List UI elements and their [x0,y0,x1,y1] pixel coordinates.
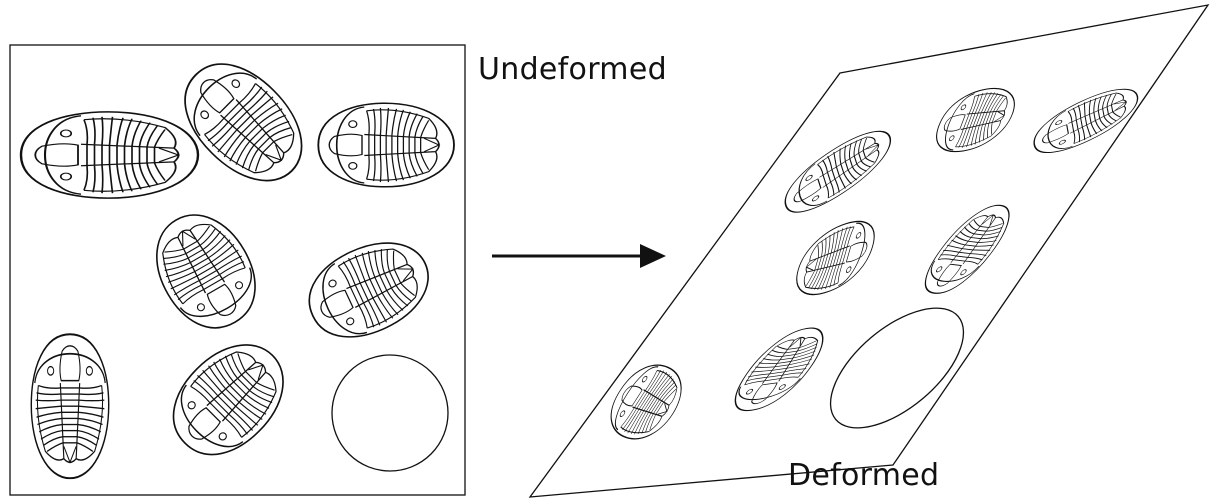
trilobite-icon [165,44,323,202]
trilobite-icon [788,212,882,304]
trilobite-icon [598,356,695,449]
trilobite-icon [927,83,1024,156]
trilobite-icon [295,225,443,353]
strain-ellipse [810,286,984,450]
deformed-label: Deformed [788,458,939,493]
undeformed-panel [10,44,465,495]
right-arrow-icon [492,244,666,268]
trilobite-icon [31,334,108,478]
trilobite-icon [138,198,273,344]
trilobite-icon [910,203,1025,296]
undeformed-label: Undeformed [478,52,667,87]
trilobite-icon [21,112,198,198]
trilobite-icon [1031,77,1141,164]
trilobite-icon [318,103,454,187]
trilobite-icon [779,117,896,226]
reference-circle [332,355,448,471]
trilobite-icon [719,324,840,415]
trilobite-icon [154,324,304,474]
